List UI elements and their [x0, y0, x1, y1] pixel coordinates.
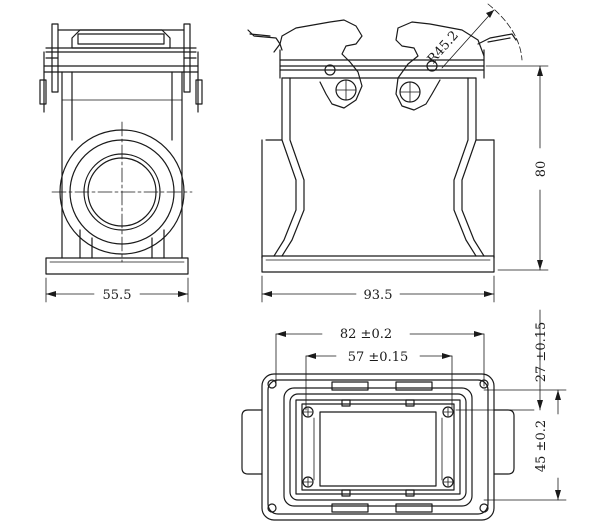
side-view: 55.5: [39, 23, 203, 303]
dim-bottom-height: 45 ±0.2: [534, 420, 549, 472]
dim-front-height: 80: [534, 161, 549, 178]
dim-outer-width: 82 ±0.2: [340, 327, 392, 342]
front-view: R45.2 80 93.5: [247, 3, 549, 303]
dim-top-offset: 27 ±0.15: [534, 322, 549, 383]
bottom-view: 82 ±0.2 57 ±0.15 27 ±0.15 45 ±0.2: [241, 309, 567, 521]
dim-radius: R45.2: [425, 28, 462, 67]
dim-inner-width: 57 ±0.15: [348, 350, 409, 365]
dim-front-width: 93.5: [364, 288, 393, 303]
dim-side-width: 55.5: [103, 288, 132, 303]
